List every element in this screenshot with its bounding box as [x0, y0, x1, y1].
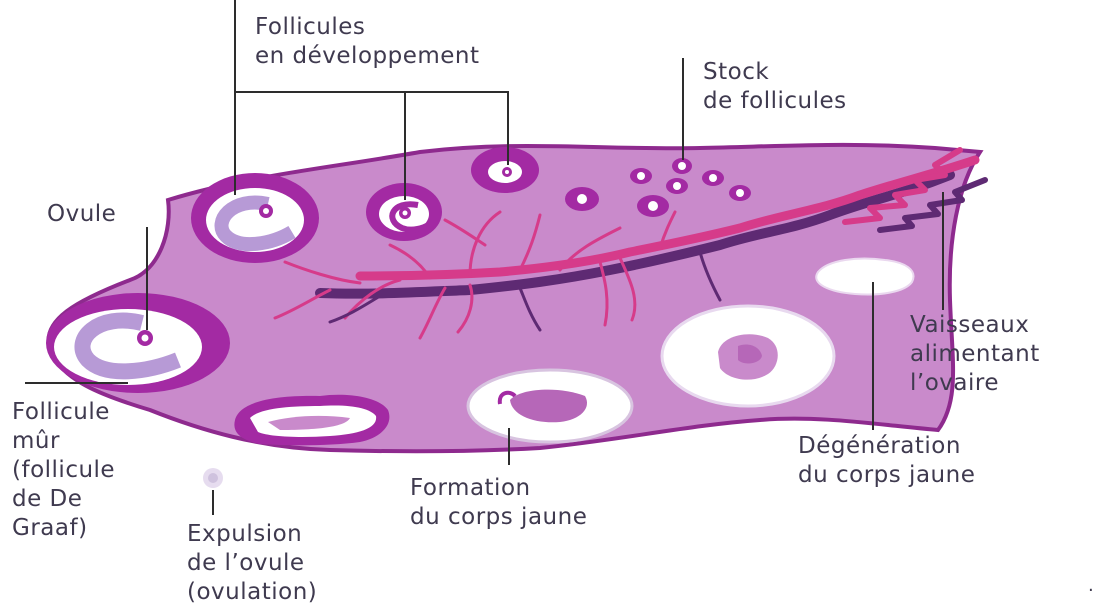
label-ovule: Ovule — [47, 200, 116, 229]
corpus-luteum-forming — [468, 370, 632, 442]
ruptured-follicle — [234, 395, 389, 446]
follicle-mature — [46, 293, 230, 393]
footer-mark: . — [1088, 577, 1094, 595]
label-stock-follicules: Stock de follicules — [703, 58, 847, 116]
expelled-ovule — [203, 468, 223, 488]
follicle-developing-3 — [471, 147, 539, 193]
corpus-albicans — [816, 259, 913, 295]
label-follicules-developpement: Follicules en développement — [255, 13, 480, 71]
corpus-luteum — [662, 306, 834, 406]
label-vaisseaux: Vaisseaux alimentant l’ovaire — [910, 311, 1040, 398]
label-formation: Formation du corps jaune — [410, 474, 587, 532]
label-expulsion: Expulsion de l’ovule (ovulation) — [187, 520, 317, 607]
follicle-developing-1 — [191, 173, 319, 263]
label-follicule-mur: Follicule mûr (follicule de De Graaf) — [12, 398, 115, 543]
label-degeneration: Dégénération du corps jaune — [798, 432, 975, 490]
